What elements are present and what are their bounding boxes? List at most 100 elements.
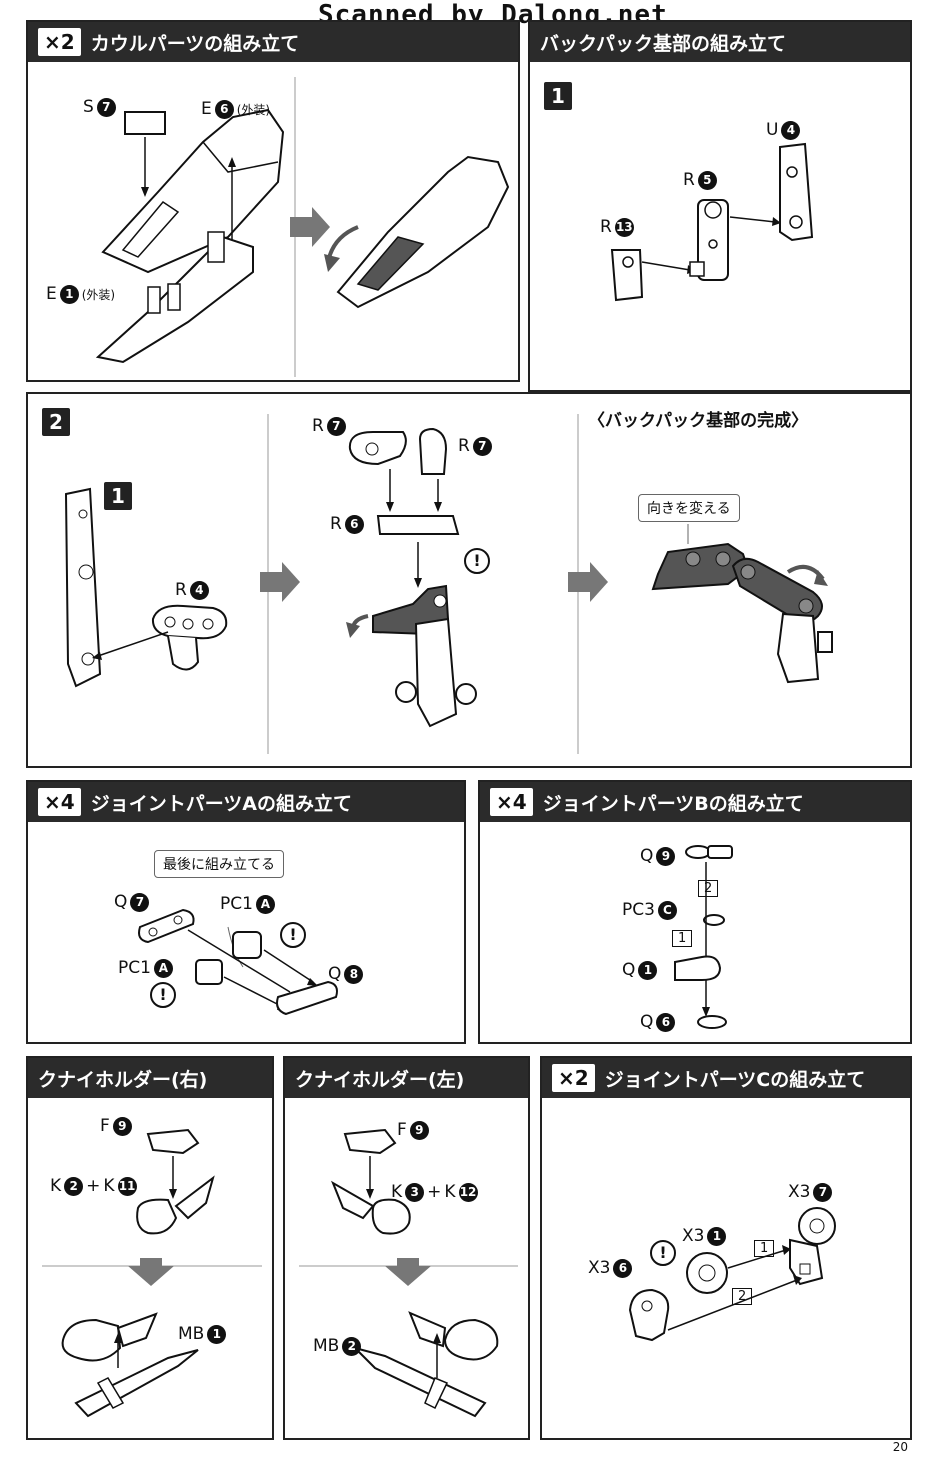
label-number: A <box>255 894 275 914</box>
label-letter: K <box>391 1182 403 1202</box>
label-letter: Q <box>114 892 128 912</box>
panel-joint-c: ×2 ジョイントパーツCの組み立て X3 7 X3 1 ! X3 6 1 2 <box>540 1056 912 1440</box>
panel-title: ジョイントパーツCの組み立て <box>604 1068 866 1091</box>
panel-kunai-holder-right: クナイホルダー(右) F 9 K 2 + K 11 MB 1 <box>26 1056 274 1440</box>
part-label-r13: R 13 <box>600 217 634 237</box>
part-label-pc3: PC3 C <box>622 900 677 920</box>
part-label-pc1-upper: PC1 A <box>220 894 275 914</box>
label-letter: S <box>83 97 94 117</box>
label-number: 2 <box>64 1176 84 1196</box>
label-letter: K <box>50 1176 62 1196</box>
label-number: 1 <box>638 960 658 980</box>
label-number: 6 <box>613 1258 633 1278</box>
label-number: 9 <box>409 1120 429 1140</box>
part-label-mb2: MB 2 <box>313 1336 362 1356</box>
backpack-base-illustration <box>610 142 814 302</box>
caution-icon: ! <box>150 982 176 1008</box>
part-label-r6: R 6 <box>330 514 364 534</box>
part-label-e1: E 1 (外装) <box>46 284 115 304</box>
panel-header: バックパック基部の組み立て <box>530 22 910 62</box>
caution-icon: ! <box>650 1240 676 1266</box>
panel-header: クナイホルダー(左) <box>285 1058 528 1098</box>
part-label-mb1: MB 1 <box>178 1324 227 1344</box>
order-number: 2 <box>738 1289 747 1304</box>
multiplier-badge: ×4 <box>490 788 533 816</box>
step-number: 1 <box>544 82 572 110</box>
label-number: 6 <box>344 514 364 534</box>
label-letter: R <box>600 217 612 237</box>
label-number: C <box>657 900 677 920</box>
label-number: 2 <box>342 1336 362 1356</box>
label-note: (外装) <box>81 287 116 302</box>
part-label-q7: Q 7 <box>114 892 150 912</box>
label-number: 11 <box>117 1176 137 1196</box>
panel-title: バックパック基部の組み立て <box>540 32 787 55</box>
order-number: 1 <box>760 1241 769 1256</box>
part-label-x3-6: X3 6 <box>588 1258 633 1278</box>
label-number: 3 <box>405 1182 425 1202</box>
panel-joint-b: ×4 ジョイントパーツBの組み立て Q 9 Q 1 Q 6 PC3 C 2 1 <box>478 780 912 1044</box>
label-letter: Q <box>640 846 654 866</box>
plus-sign: + <box>427 1182 442 1202</box>
label-letter: PC1 <box>118 958 151 978</box>
label-letter: X3 <box>682 1226 705 1246</box>
label-letter: R <box>330 514 342 534</box>
label-letter: PC3 <box>622 900 655 920</box>
label-number: 1 <box>59 284 79 304</box>
joint-b-illustration <box>674 845 733 1029</box>
label-number: 5 <box>697 170 717 190</box>
label-letter: R <box>683 170 695 190</box>
part-label-r5: R 5 <box>683 170 717 190</box>
note-rotate: 向きを変える <box>638 494 740 522</box>
label-note: (外装) <box>236 102 271 117</box>
kunai-left-illustration <box>299 1128 518 1418</box>
label-number: 4 <box>781 120 801 140</box>
order-marker-1: 1 <box>754 1240 775 1257</box>
panel-title: ジョイントパーツAの組み立て <box>90 792 353 815</box>
label-number: 1 <box>707 1226 727 1246</box>
panel-header: ×4 ジョイントパーツBの組み立て <box>480 782 910 822</box>
multiplier-badge: ×2 <box>38 28 81 56</box>
joint-a-illustration <box>138 908 338 1016</box>
label-letter: X3 <box>588 1258 611 1278</box>
part-label-k3-k12: K 3 + K 12 <box>391 1182 478 1202</box>
kunai-right-illustration <box>42 1128 262 1418</box>
panel-header: ×2 カウルパーツの組み立て <box>28 22 518 62</box>
part-label-e6: E 6 (外装) <box>201 99 270 119</box>
label-letter: MB <box>178 1324 205 1344</box>
plus-sign: + <box>86 1176 101 1196</box>
label-number: 6 <box>214 99 234 119</box>
part-label-f9: F 9 <box>397 1120 429 1140</box>
part-label-x3-1: X3 1 <box>682 1226 727 1246</box>
sub-step-number: 1 <box>104 482 132 510</box>
complete-title: 〈バックパック基部の完成〉 <box>588 411 809 431</box>
order-marker-2: 2 <box>732 1288 753 1305</box>
label-number: 7 <box>130 892 150 912</box>
step2-illustration <box>64 414 833 754</box>
label-letter: R <box>312 416 324 436</box>
label-number: 9 <box>656 846 676 866</box>
label-number: 12 <box>458 1182 478 1202</box>
panel-kunai-holder-left: クナイホルダー(左) F 9 K 3 + K 12 MB 2 <box>283 1056 530 1440</box>
part-label-pc1-lower: PC1 A <box>118 958 173 978</box>
panel-backpack-step2: 2 1 <box>26 392 912 768</box>
caution-icon: ! <box>280 922 306 948</box>
panel-header: ×4 ジョイントパーツAの組み立て <box>28 782 464 822</box>
label-letter: K <box>103 1176 115 1196</box>
part-label-r7-left: R 7 <box>312 416 346 436</box>
label-letter: Q <box>640 1012 654 1032</box>
note-assemble-last: 最後に組み立てる <box>154 850 284 878</box>
label-number: 7 <box>813 1182 833 1202</box>
multiplier-badge: ×4 <box>38 788 81 816</box>
panel-joint-a: ×4 ジョイントパーツAの組み立て 最後に組み立てる Q 7 PC1 A ! P… <box>26 780 466 1044</box>
panel-backpack-base: バックパック基部の組み立て 1 U 4 R 5 R 13 <box>528 20 912 392</box>
part-label-u4: U 4 <box>766 120 801 140</box>
part-label-q1: Q 1 <box>622 960 658 980</box>
panel-title: クナイホルダー(右) <box>38 1068 208 1091</box>
label-letter: E <box>201 99 212 119</box>
label-letter: X3 <box>788 1182 811 1202</box>
label-number: 4 <box>189 580 209 600</box>
part-label-x3-7: X3 7 <box>788 1182 833 1202</box>
panel-title: ジョイントパーツBの組み立て <box>542 792 804 815</box>
part-label-r7-right: R 7 <box>458 436 492 456</box>
